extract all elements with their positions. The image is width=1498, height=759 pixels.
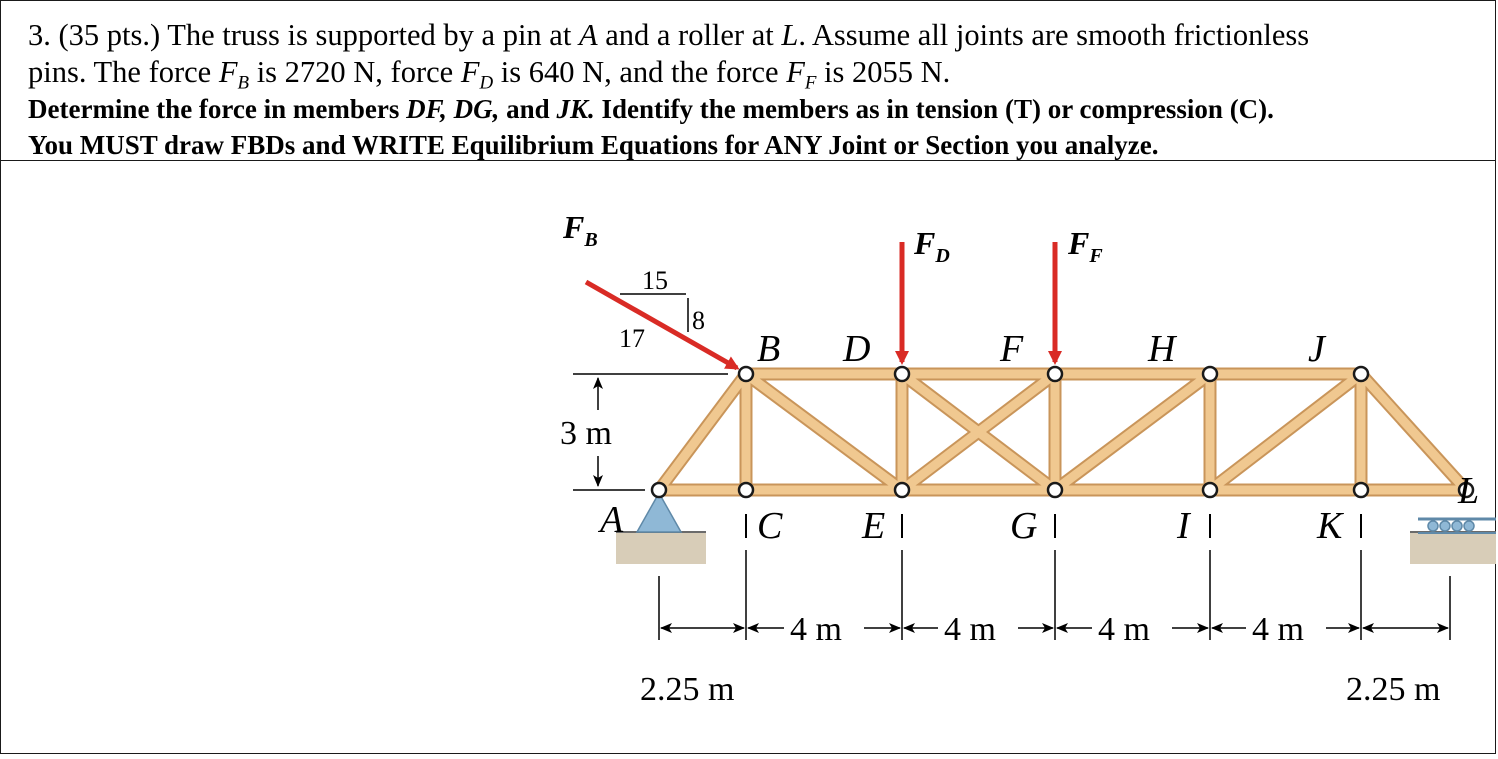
force-subscript: D xyxy=(479,72,494,94)
members-asked: DF, DG, xyxy=(406,94,500,124)
statement-text: and a roller at xyxy=(605,18,774,52)
statement-text: is 2055 N. xyxy=(824,55,951,89)
label-e: E xyxy=(861,505,885,547)
joint-l xyxy=(1457,481,1475,499)
joint-c xyxy=(737,481,755,499)
force-fd-label: FD xyxy=(913,225,950,267)
force-symbol: F xyxy=(218,55,238,89)
slope-triangle: 15 8 17 xyxy=(619,266,705,353)
span-extension-lines xyxy=(658,550,1451,640)
roller-joint-ref: L xyxy=(781,18,799,52)
label-b: B xyxy=(757,328,780,370)
statement-text: Identify the members as in tension (T) o… xyxy=(601,94,1274,124)
pin-support-icon xyxy=(635,491,683,533)
panel-4-label: 4 m xyxy=(1252,611,1304,648)
force-subscript: F xyxy=(804,72,817,94)
force-symbol: F xyxy=(786,55,805,89)
problem-number: 3. xyxy=(28,18,51,52)
label-ticks xyxy=(745,514,1362,538)
statement-text: and xyxy=(506,94,550,124)
label-j: J xyxy=(1308,328,1327,370)
roller-support-icon xyxy=(1418,517,1496,534)
force-subscript: B xyxy=(237,72,250,94)
joint-h xyxy=(1201,365,1219,383)
joint-a xyxy=(650,481,668,499)
member-asked-last: JK. xyxy=(556,94,595,124)
force-fb-ref: FB xyxy=(218,55,249,93)
statement-text: The truss is supported by a pin at xyxy=(167,18,572,52)
label-d: D xyxy=(842,328,870,370)
panel-3-label: 4 m xyxy=(1098,611,1150,648)
panel-2-label: 4 m xyxy=(944,611,996,648)
force-ff-ref: FF xyxy=(786,55,816,93)
problem-points: (35 pts.) xyxy=(58,18,161,52)
statement-line-4: You MUST draw FBDs and WRITE Equilibrium… xyxy=(28,130,1159,160)
statement-text: is 640 N, and the force xyxy=(500,55,779,89)
statement-line-1: 3. (35 pts.) The truss is supported by a… xyxy=(28,18,1309,52)
span-dimension-labels: 4 m 4 m 4 m 4 m 2.25 m 2.25 m xyxy=(640,611,1440,708)
statement-text: is 2720 N, force xyxy=(256,55,454,89)
joint-f xyxy=(1046,365,1064,383)
joint-b xyxy=(737,365,755,383)
truss-diagram: FB FD FF 15 8 17 A B C D E F G H I J K L xyxy=(0,160,1496,754)
problem-statement: 3. (35 pts.) The truss is supported by a… xyxy=(0,0,1496,161)
force-fd-ref: FD xyxy=(460,55,493,93)
right-end-label: 2.25 m xyxy=(1346,671,1440,708)
force-fb-label: FB xyxy=(562,209,598,251)
label-a: A xyxy=(597,499,624,541)
statement-text: pins. The force xyxy=(28,55,212,89)
slope-hypotenuse: 17 xyxy=(619,324,645,353)
statement-line-2: pins. The force FB is 2720 N, force FD i… xyxy=(28,55,951,93)
pin-joint-ref: A xyxy=(578,18,598,52)
label-h: H xyxy=(1147,328,1178,370)
panel-1-label: 4 m xyxy=(790,611,842,648)
label-c: C xyxy=(757,505,783,547)
joint-d xyxy=(893,365,911,383)
label-f: F xyxy=(999,328,1024,370)
ground-left xyxy=(616,532,706,564)
joint-e xyxy=(893,481,911,499)
truss-joints xyxy=(650,365,1475,499)
height-dimension: 3 m xyxy=(560,373,728,491)
ground-right xyxy=(1410,532,1496,564)
force-fb-arrow xyxy=(584,279,740,371)
truss-figure: FB FD FF 15 8 17 A B C D E F G H I J K L xyxy=(560,209,1496,708)
statement-line-3: Determine the force in members DF, DG, a… xyxy=(28,93,1274,125)
statement-text: Determine the force in members xyxy=(28,94,400,124)
joint-labels: A B C D E F G H I J K L xyxy=(597,328,1479,547)
label-l: L xyxy=(1457,470,1479,512)
label-k: K xyxy=(1316,505,1344,547)
label-g: G xyxy=(1010,505,1037,547)
label-i: I xyxy=(1176,505,1192,547)
force-symbol: F xyxy=(460,55,480,89)
truss-members xyxy=(652,367,1473,497)
slope-horizontal: 15 xyxy=(642,266,668,295)
slope-vertical: 8 xyxy=(692,306,705,335)
joint-i xyxy=(1201,481,1219,499)
statement-text: . Assume all joints are smooth frictionl… xyxy=(798,18,1310,52)
left-end-label: 2.25 m xyxy=(640,671,734,708)
joint-k xyxy=(1352,481,1370,499)
joint-j xyxy=(1352,365,1370,383)
force-ff-label: FF xyxy=(1067,225,1103,267)
height-label: 3 m xyxy=(560,415,612,452)
joint-g xyxy=(1046,481,1064,499)
